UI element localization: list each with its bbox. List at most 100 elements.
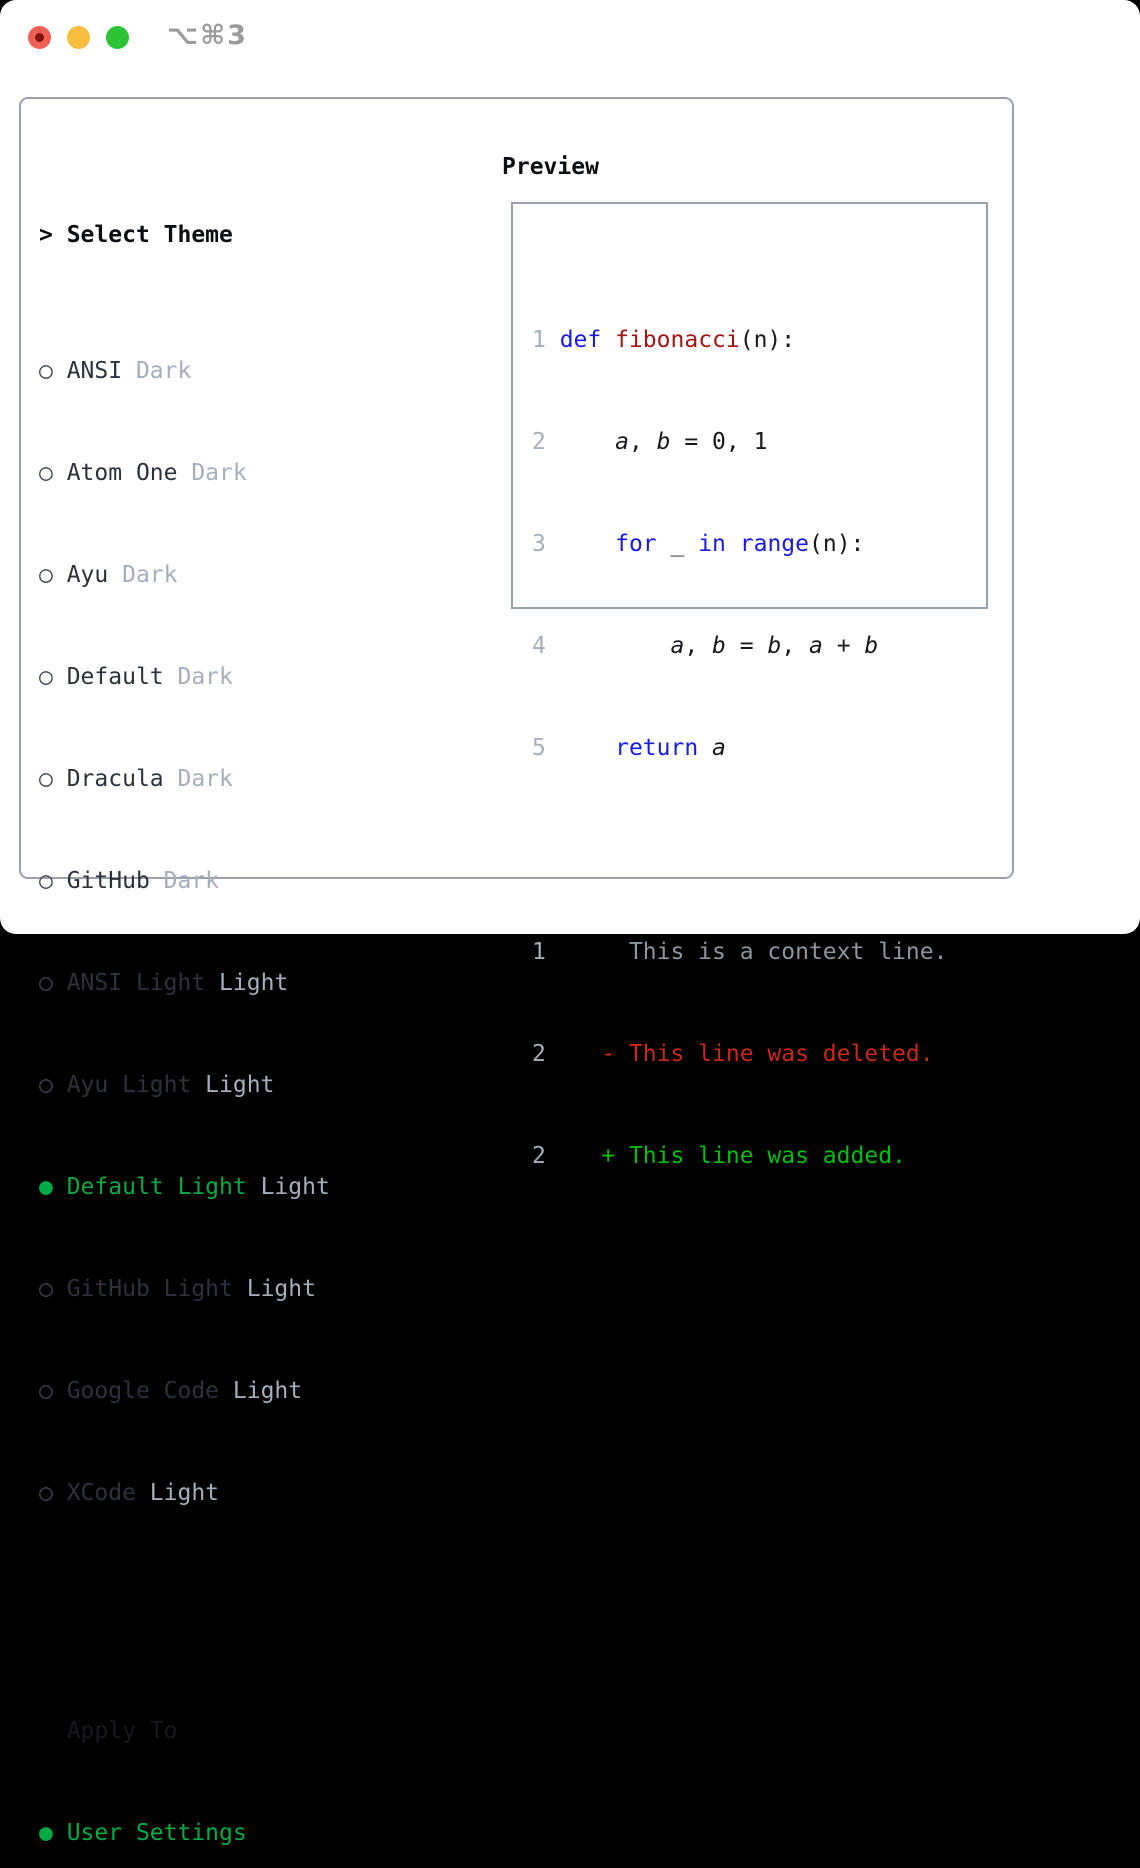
radio-icon: ○ — [39, 1378, 53, 1404]
theme-option-dracula-dark[interactable]: ○ Dracula Dark — [39, 762, 427, 796]
theme-variant-tag: Dark — [163, 868, 220, 894]
select-theme-header: > Select Theme — [39, 218, 427, 252]
diff-deleted-line: 2 - This line was deleted. — [532, 1037, 947, 1071]
code-text — [560, 531, 615, 557]
theme-name: Ayu Light — [66, 1072, 192, 1098]
minimize-button[interactable] — [67, 26, 90, 49]
theme-option-ayu-light[interactable]: ○ Ayu Light Light — [39, 1068, 427, 1102]
code-variable: b — [656, 429, 671, 455]
code-text — [560, 633, 671, 659]
radio-icon: ○ — [39, 460, 53, 486]
code-text: , — [781, 633, 810, 659]
code-text — [698, 735, 712, 761]
zoom-button[interactable] — [106, 26, 129, 49]
radio-icon: ○ — [39, 664, 53, 690]
code-text: + — [822, 633, 865, 659]
theme-name: GitHub — [66, 868, 150, 894]
code-text: , — [684, 633, 713, 659]
theme-name: Atom One — [66, 460, 178, 486]
diff-deleted-text: - This line was deleted. — [559, 1041, 934, 1067]
theme-variant-tag: Dark — [135, 358, 192, 384]
radio-icon: ○ — [39, 766, 53, 792]
code-text — [601, 327, 615, 353]
code-variable: b — [864, 633, 879, 659]
theme-variant-tag: Dark — [122, 562, 178, 588]
theme-name: ANSI Light — [66, 970, 206, 996]
radio-icon: ○ — [39, 562, 53, 588]
radio-selected-icon: ● — [39, 1174, 53, 1200]
radio-selected-icon: ● — [39, 1820, 53, 1846]
code-function-name: fibonacci — [615, 327, 740, 353]
theme-variant-tag: Light — [149, 1480, 220, 1506]
theme-option-ayu-dark[interactable]: ○ Ayu Dark — [39, 558, 427, 592]
diff-added-line: 2 + This line was added. — [532, 1139, 947, 1173]
code-text — [560, 735, 615, 761]
line-number: 2 — [532, 1041, 546, 1067]
code-blank-line — [532, 833, 947, 867]
theme-name: Default Light — [66, 1174, 247, 1200]
code-text: _ — [656, 531, 699, 557]
radio-icon: ○ — [39, 1072, 53, 1098]
theme-name: Google Code — [66, 1378, 220, 1404]
code-variable: b — [712, 633, 726, 659]
theme-name: ANSI — [66, 358, 123, 384]
code-text — [726, 531, 740, 557]
theme-option-atom-one-dark[interactable]: ○ Atom One Dark — [39, 456, 427, 490]
code-variable: b — [767, 633, 782, 659]
code-text — [560, 429, 615, 455]
line-number: 1 — [532, 327, 546, 353]
theme-name: XCode — [66, 1480, 136, 1506]
theme-option-ansi-dark[interactable]: ○ ANSI Dark — [39, 354, 427, 388]
code-text: = 0, 1 — [670, 429, 768, 455]
theme-variant-tag: Light — [232, 1378, 303, 1404]
radio-icon: ○ — [39, 1480, 53, 1506]
theme-name: Default — [66, 664, 164, 690]
select-theme-header-label: Select Theme — [66, 222, 233, 248]
theme-variant-tag: Dark — [177, 766, 233, 792]
theme-variant-tag: Light — [260, 1174, 330, 1200]
theme-option-google-code-light[interactable]: ○ Google Code Light — [39, 1374, 427, 1408]
theme-option-xcode-light[interactable]: ○ XCode Light — [39, 1476, 427, 1510]
spacer — [39, 1612, 427, 1646]
theme-option-default-light[interactable]: ● Default Light Light — [39, 1170, 427, 1204]
radio-icon: ○ — [39, 358, 53, 384]
code-text: = — [725, 633, 768, 659]
diff-context-line: 1 This is a context line. — [532, 935, 947, 969]
focus-caret-icon: > — [39, 222, 53, 248]
code-keyword: for — [615, 531, 657, 557]
theme-variant-tag: Light — [246, 1276, 316, 1302]
code-variable: a — [670, 633, 685, 659]
theme-name: Dracula — [66, 766, 164, 792]
code-text: (n): — [809, 531, 865, 557]
code-keyword: return — [615, 735, 699, 761]
preview-header: Preview — [502, 154, 599, 180]
window-shortcut-label: ⌥⌘3 — [167, 20, 248, 51]
code-variable: a — [615, 429, 629, 455]
theme-name: GitHub Light — [66, 1276, 233, 1302]
code-line: 5 return a — [532, 731, 947, 765]
code-variable: a — [712, 735, 726, 761]
close-button[interactable] — [28, 26, 51, 49]
theme-name: Ayu — [66, 562, 109, 588]
line-number: 5 — [532, 735, 546, 761]
code-keyword: in — [698, 531, 726, 557]
theme-variant-tag: Light — [205, 1072, 275, 1098]
line-number: 2 — [532, 429, 546, 455]
line-number: 2 — [532, 1143, 546, 1169]
theme-variant-tag: Dark — [191, 460, 247, 486]
radio-icon: ○ — [39, 970, 53, 996]
apply-option-user-settings[interactable]: ● User Settings — [39, 1816, 427, 1850]
code-line: 3 for _ in range(n): — [532, 527, 947, 561]
diff-added-text: + This line was added. — [559, 1143, 906, 1169]
apply-option-label: User Settings — [66, 1820, 247, 1846]
apply-to-header: Apply To — [66, 1718, 178, 1744]
